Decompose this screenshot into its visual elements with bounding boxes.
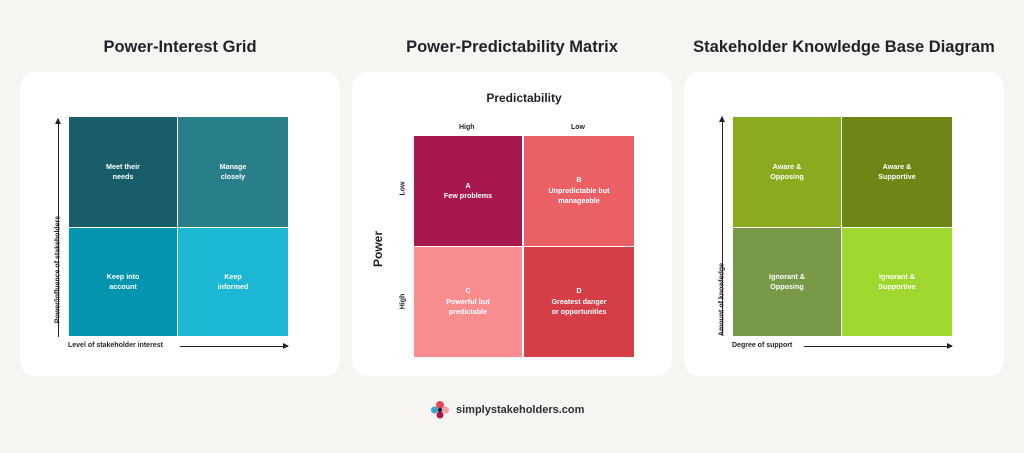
quadrant-a-few-problems: A Few problems (414, 136, 522, 246)
quadrant-keep-into-account: Keep into account (69, 228, 177, 336)
row-low-label: Low (399, 181, 407, 196)
row-high-label: High (399, 293, 407, 310)
y-axis-label: Power/influence of stakeholders (54, 215, 62, 324)
quadrant-manage-closely: Manage closely (178, 117, 288, 227)
column-low-label: Low (571, 124, 585, 131)
quadrant-meet-their-needs: Meet their needs (69, 117, 177, 227)
x-axis-arrow (804, 343, 953, 349)
flower-logo-icon (430, 400, 450, 420)
column-high-label: High (459, 124, 475, 131)
quadrant-keep-informed: Keep informed (178, 228, 288, 336)
power-predictability-title: Power-Predictability Matrix (406, 38, 618, 56)
y-axis-arrow (55, 118, 61, 337)
brand-link[interactable]: simplystakeholders.com (456, 404, 585, 416)
y-axis-label: Amount of knowledge (718, 262, 726, 337)
quadrant-c-powerful-predictable: C Powerful but predictable (414, 247, 522, 357)
quadrant-ignorant-supportive: Ignorant & Supportive (842, 228, 952, 336)
power-predictability-card: Predictability High Low Power Low High A… (352, 72, 672, 376)
knowledge-base-card: Amount of knowledge Aware & Opposing Awa… (684, 72, 1004, 376)
quadrant-d-greatest-danger: D Greatest danger or opportunities (524, 247, 634, 357)
power-interest-card: Power/influence of stakeholders Meet the… (20, 72, 340, 376)
quadrant-aware-opposing: Aware & Opposing (733, 117, 841, 227)
y-axis-arrow (719, 116, 725, 335)
knowledge-base-title: Stakeholder Knowledge Base Diagram (693, 38, 995, 56)
power-label: Power (371, 231, 385, 268)
x-axis-label: Degree of support (732, 342, 793, 349)
predictability-label: Predictability (486, 91, 562, 105)
quadrant-ignorant-opposing: Ignorant & Opposing (733, 228, 841, 336)
x-axis-label: Level of stakeholder interest (68, 342, 163, 349)
quadrant-b-unpredictable: B Unpredictable but manageable (524, 136, 634, 246)
power-interest-title: Power-Interest Grid (103, 38, 257, 56)
quadrant-aware-supportive: Aware & Supportive (842, 117, 952, 227)
x-axis-arrow (180, 343, 289, 349)
